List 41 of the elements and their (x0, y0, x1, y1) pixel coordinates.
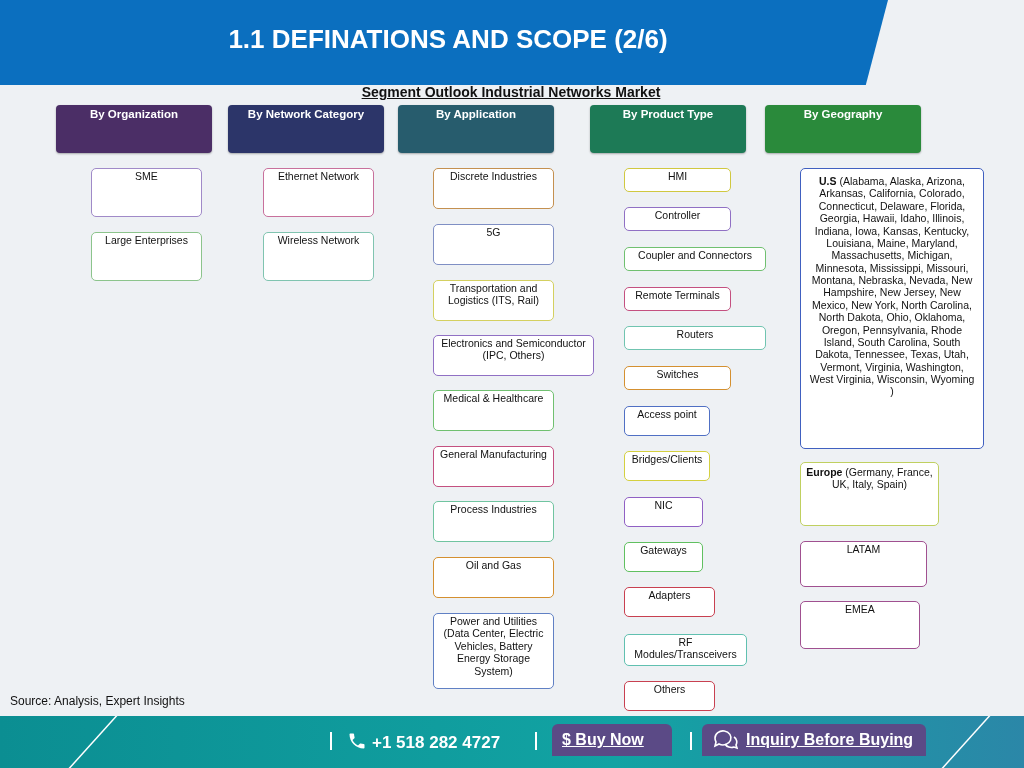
segment-box: 5G (433, 224, 554, 265)
segment-box: LATAM (800, 541, 927, 587)
title: 1.1 DEFINATIONS AND SCOPE (2/6) (227, 24, 669, 55)
segment-box: NIC (624, 497, 703, 527)
category-header: By Product Type (590, 105, 746, 153)
segment-box: Switches (624, 366, 731, 390)
segment-box: Process Industries (433, 501, 554, 542)
category-header: By Application (398, 105, 554, 153)
source-note: Source: Analysis, Expert Insights (10, 694, 185, 708)
segment-box: Transportation and Logistics (ITS, Rail) (433, 280, 554, 321)
segment-box: Remote Terminals (624, 287, 731, 311)
segment-box: Electronics and Semiconductor (IPC, Others) (433, 335, 594, 376)
phone-number: +1 518 282 4727 (372, 733, 501, 753)
segment-box: EMEA (800, 601, 920, 649)
segment-box: Routers (624, 326, 766, 350)
segment-box: Coupler and Connectors (624, 247, 766, 271)
segment-box: SME (91, 168, 202, 217)
category-header: By Organization (56, 105, 212, 153)
inquiry-button: Inquiry Before Buying (702, 724, 926, 756)
segment-box: Ethernet Network (263, 168, 374, 217)
segment-box: Access point (624, 406, 710, 436)
segment-box: Gateways (624, 542, 703, 572)
segment-box: Medical & Healthcare (433, 390, 554, 431)
segment-box: Wireless Network (263, 232, 374, 281)
segment-box: Power and Utilities (Data Center, Electric Vehicles, Battery Energy Storage System) (433, 613, 554, 689)
buy-now-button: $ Buy Now (552, 724, 672, 756)
segment-box: U.S (Alabama, Alaska, Arizona, Arkansas, California, Colorado, Connecticut, Delaware, Florida, Georgia, Hawaii, Idaho, Illinois, Indiana, Iowa, Kansas, Kentucky, Louisiana, Maine, Maryland, Massachusetts, Michigan, Minnesota, Mississippi, Missouri, Montana, Nebraska, Nevada, New Hampshire, New Jersey, New Mexico, New York, North Carolina, North Dakota, Ohio, Oklahoma, Oregon, Pennsylvania, Rhode Island, South Carolina, South Dakota, Tennessee, Texas, Utah, Vermont, Virginia, Washington, West Virginia, Wisconsin, Wyoming ) (800, 168, 984, 449)
subtitle: Segment Outlook Industrial Networks Market (360, 84, 662, 100)
category-header: By Network Category (228, 105, 384, 153)
segment-box: Discrete Industries (433, 168, 554, 209)
segment-box: HMI (624, 168, 731, 192)
segment-box: Large Enterprises (91, 232, 202, 281)
segment-box: Adapters (624, 587, 715, 617)
segment-box: Others (624, 681, 715, 711)
segment-box: General Manufacturing (433, 446, 554, 487)
segment-box: Europe (Germany, France, UK, Italy, Spain) (800, 462, 939, 526)
category-header: By Geography (765, 105, 921, 153)
segment-box: Oil and Gas (433, 557, 554, 598)
segment-box: RF Modules/Transceivers (624, 634, 747, 666)
segment-box: Controller (624, 207, 731, 231)
segment-box: Bridges/Clients (624, 451, 710, 481)
